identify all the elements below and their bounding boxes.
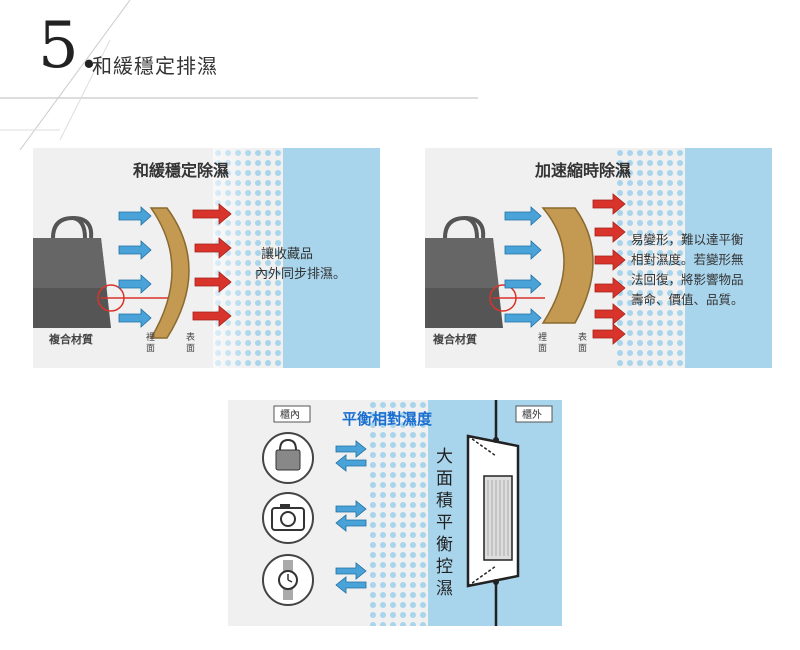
panel2-desc-line4: 壽命、價值、品質。 xyxy=(631,292,744,307)
panel1-label-inner-1: 裡 xyxy=(146,331,155,343)
vertical-text-char: 控 xyxy=(436,557,453,577)
panel-balance-humidity: 櫃內 櫃外 平衡相對濕度 xyxy=(228,400,562,626)
panel1-title: 和緩穩定除濕 xyxy=(133,161,229,180)
watch-icon xyxy=(262,554,314,606)
panel2-title: 加速縮時除濕 xyxy=(534,161,631,180)
bag-illustration xyxy=(33,215,111,328)
bag-illustration xyxy=(425,215,503,328)
section-number: 5. xyxy=(38,9,100,83)
vertical-text: 大 面 積 平 衡 控 濕 xyxy=(436,447,453,599)
panel2-desc-line1: 易變形，難以達平衡 xyxy=(631,232,744,247)
panel-fast-dehumidify: 加速縮時除濕 易變形，難以達平衡 相對濕度。若變形無 法回復，將影響物品 壽命、… xyxy=(425,148,772,368)
panel-gentle-dehumidify: 和緩穩定除濕 讓收藏品 內外同步排濕。 複合材質 裡 面 表 面 xyxy=(33,148,380,368)
section-title: 和緩穩定排濕 xyxy=(92,54,218,78)
panel2-desc-line2: 相對濕度。若變形無 xyxy=(631,252,744,267)
header-decoration xyxy=(0,0,478,150)
vertical-text-char: 平 xyxy=(436,513,453,533)
red-arrows xyxy=(192,203,232,327)
vertical-text-char: 大 xyxy=(436,447,453,467)
blue-arrows xyxy=(118,206,152,328)
panel2-label-outer-2: 面 xyxy=(578,343,587,354)
panel2-label-inner-2: 面 xyxy=(538,343,547,354)
panel2-label-material: 複合材質 xyxy=(432,332,477,346)
tag-outside: 櫃外 xyxy=(522,408,542,421)
vertical-text-char: 衡 xyxy=(436,535,453,555)
dehumidifier-device xyxy=(466,434,520,588)
panel1-label-outer-2: 面 xyxy=(186,343,195,354)
panel3-illustration: 櫃內 櫃外 平衡相對濕度 xyxy=(228,400,562,626)
exchange-arrows xyxy=(335,440,367,594)
panel2-desc-line3: 法回復，將影響物品 xyxy=(631,272,744,287)
bag-icon xyxy=(262,432,314,484)
panel1-label-outer-1: 表 xyxy=(186,331,195,343)
panel1-desc-line2: 內外同步排濕。 xyxy=(255,267,346,282)
panel1-label-inner-2: 面 xyxy=(146,343,155,354)
vertical-text-char: 積 xyxy=(436,491,453,511)
blue-arrows xyxy=(504,206,542,328)
panel3-title: 平衡相對濕度 xyxy=(342,410,433,428)
vertical-text-char: 濕 xyxy=(436,579,453,599)
panel1-illustration: 和緩穩定除濕 讓收藏品 內外同步排濕。 複合材質 裡 面 表 面 xyxy=(33,148,380,368)
panel1-label-material: 複合材質 xyxy=(48,332,93,346)
red-arrows xyxy=(592,193,626,345)
panel1-desc-line1: 讓收藏品 xyxy=(261,246,313,262)
panel2-illustration: 加速縮時除濕 易變形，難以達平衡 相對濕度。若變形無 法回復，將影響物品 壽命、… xyxy=(425,148,772,368)
vertical-text-char: 面 xyxy=(436,469,453,489)
tag-inside: 櫃內 xyxy=(280,408,300,421)
panel2-label-inner-1: 裡 xyxy=(538,331,547,343)
camera-icon xyxy=(262,492,314,544)
panel2-label-outer-1: 表 xyxy=(578,331,587,343)
